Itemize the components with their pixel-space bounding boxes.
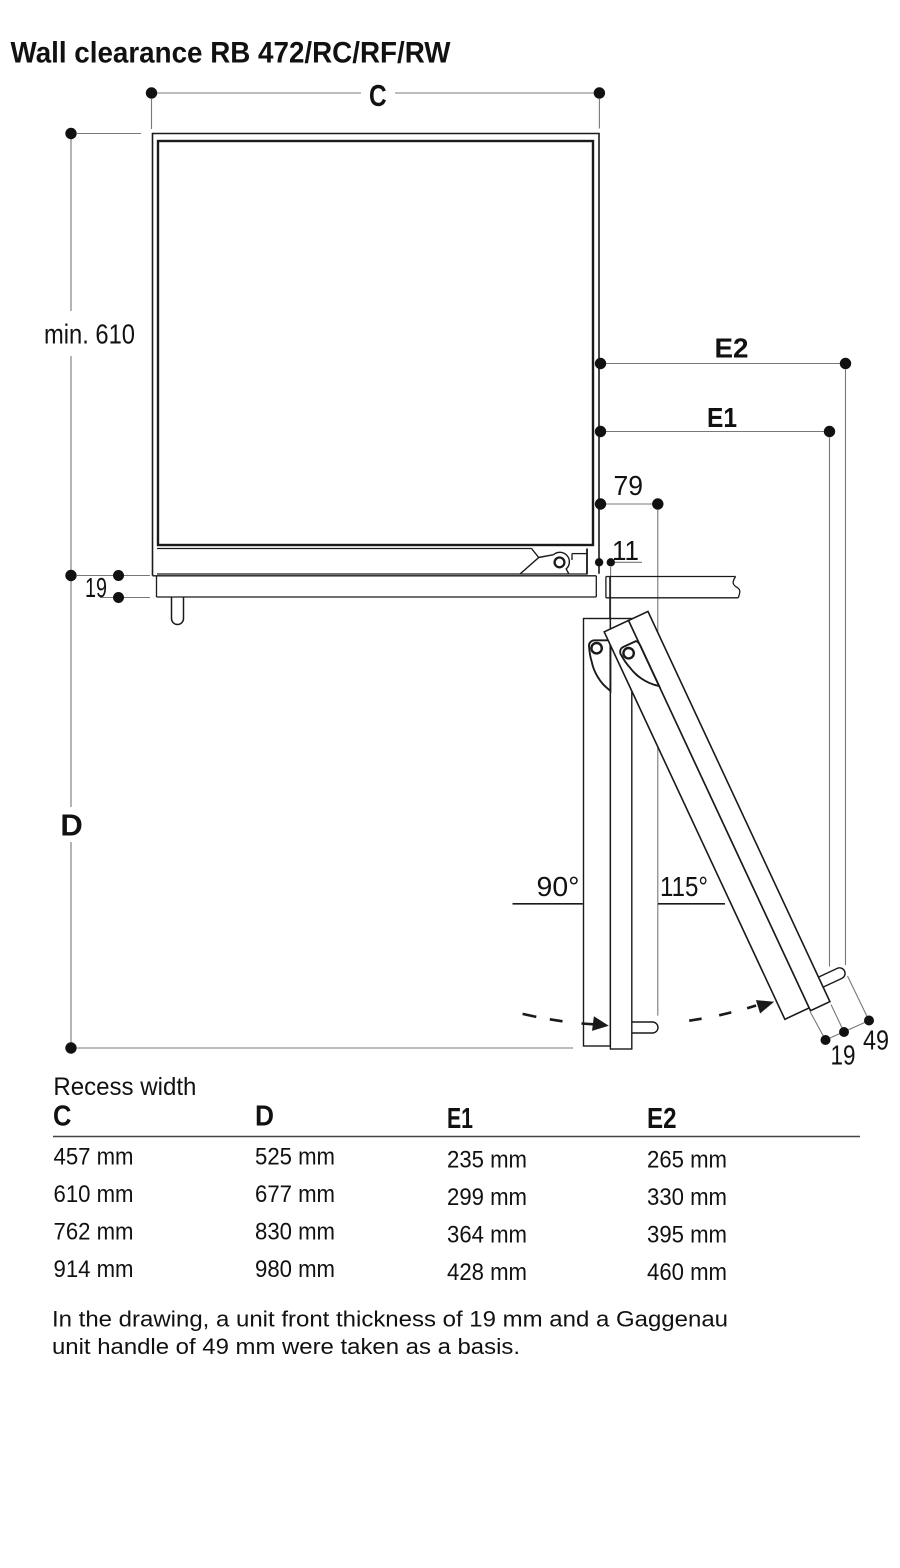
svg-text:525 mm: 525 mm (255, 1144, 335, 1171)
svg-text:299 mm: 299 mm (447, 1184, 527, 1211)
svg-text:79: 79 (614, 470, 644, 501)
svg-text:90°: 90° (537, 871, 580, 902)
svg-text:914 mm: 914 mm (54, 1256, 134, 1283)
svg-text:460 mm: 460 mm (647, 1259, 727, 1286)
svg-text:E2: E2 (647, 1103, 677, 1135)
svg-text:830 mm: 830 mm (255, 1219, 335, 1246)
svg-text:19: 19 (831, 1040, 856, 1071)
svg-text:235 mm: 235 mm (447, 1147, 527, 1174)
svg-text:C: C (53, 1101, 71, 1133)
svg-text:265 mm: 265 mm (647, 1147, 727, 1174)
svg-text:115°: 115° (660, 871, 708, 902)
svg-text:E1: E1 (447, 1103, 473, 1135)
svg-text:E1: E1 (707, 402, 737, 433)
svg-text:457 mm: 457 mm (54, 1144, 134, 1171)
svg-text:762 mm: 762 mm (54, 1219, 134, 1246)
svg-text:Recess width: Recess width (53, 1073, 196, 1101)
svg-text:In the drawing, a unit front t: In the drawing, a unit front thickness o… (52, 1307, 728, 1332)
svg-text:E2: E2 (715, 333, 749, 364)
svg-text:19: 19 (85, 572, 107, 603)
svg-text:428 mm: 428 mm (447, 1259, 527, 1286)
svg-text:330 mm: 330 mm (647, 1184, 727, 1211)
svg-text:395 mm: 395 mm (647, 1222, 727, 1249)
svg-text:Wall clearance RB 472/RC/RF/RW: Wall clearance RB 472/RC/RF/RW (11, 37, 452, 70)
svg-text:677 mm: 677 mm (255, 1181, 335, 1208)
svg-text:49: 49 (863, 1025, 889, 1056)
svg-text:D: D (255, 1101, 274, 1133)
svg-text:364 mm: 364 mm (447, 1222, 527, 1249)
svg-text:C: C (369, 78, 387, 113)
svg-text:unit handle of 49 mm were take: unit handle of 49 mm were taken as a bas… (52, 1334, 520, 1359)
svg-text:min. 610: min. 610 (44, 319, 135, 350)
svg-text:11: 11 (612, 535, 639, 566)
svg-text:610 mm: 610 mm (54, 1181, 134, 1208)
svg-text:D: D (60, 808, 82, 843)
svg-text:980 mm: 980 mm (255, 1256, 335, 1283)
